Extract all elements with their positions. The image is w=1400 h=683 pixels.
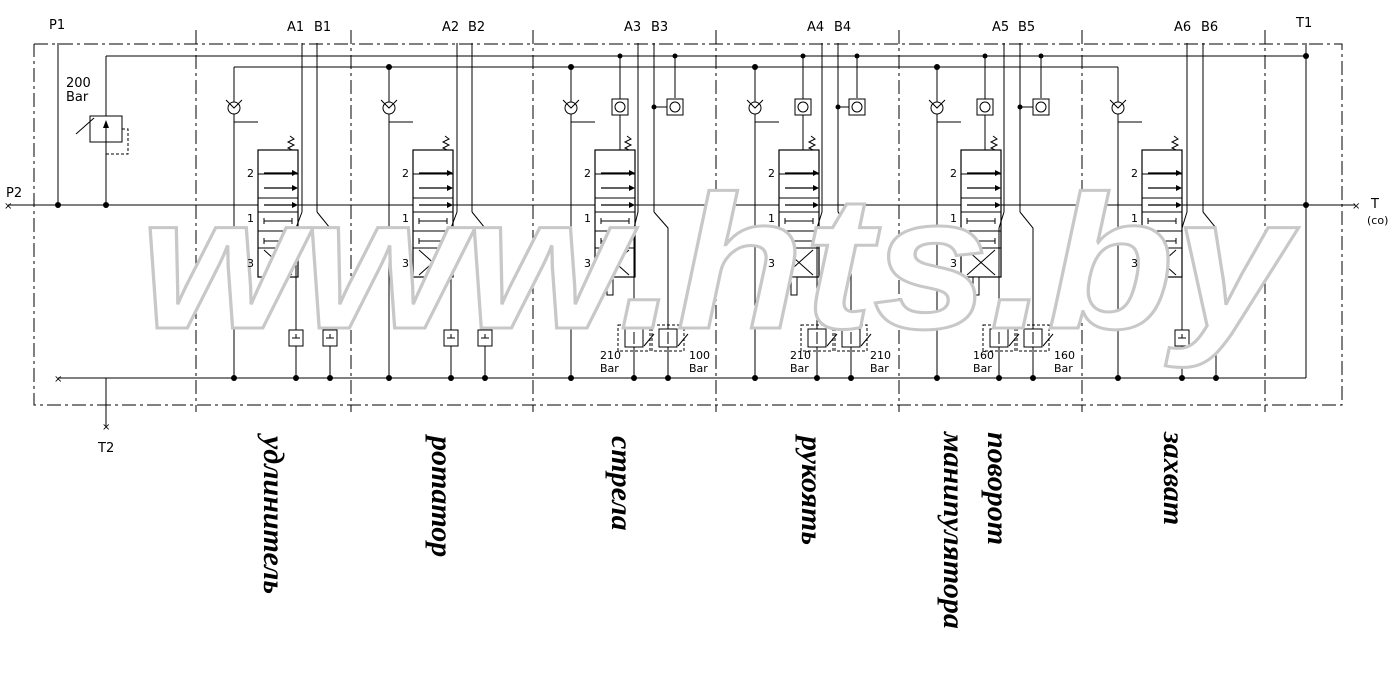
spool-pos-1: 1 (950, 212, 957, 225)
spool-pos-2: 2 (950, 167, 957, 180)
port-t-note: (co) (1367, 214, 1388, 227)
port-a6-label: A6 (1174, 20, 1191, 35)
spool-pos-3: 3 (1131, 257, 1138, 270)
relief-b5-unit: Bar (1054, 362, 1073, 375)
port-b5-label: B5 (1018, 20, 1035, 35)
spool-pos-2: 2 (768, 167, 775, 180)
section-4 (746, 43, 872, 378)
relief-b3-unit: Bar (689, 362, 708, 375)
spool-pos-3: 3 (247, 257, 254, 270)
spool-pos-1: 1 (402, 212, 409, 225)
port-b6-label: B6 (1201, 20, 1218, 35)
port-end-marks: × × × × (4, 201, 1360, 433)
port-labels: P1 P2 T1 T2 T (co) A1 B1 A2 B2 A3 B3 A4 … (6, 16, 1388, 456)
spool-pos-1: 1 (247, 212, 254, 225)
spool-pos-2: 2 (247, 167, 254, 180)
section-name-2: ротатор (425, 433, 458, 557)
relief-b4-value: 210 (870, 349, 891, 362)
port-b4-label: B4 (834, 20, 851, 35)
port-a5-label: A5 (992, 20, 1009, 35)
spool-pos-3: 3 (584, 257, 591, 270)
relief-b3-value: 100 (689, 349, 710, 362)
port-a4-label: A4 (807, 20, 824, 35)
section-5 (928, 43, 1054, 378)
section-name-5b: поворот (981, 432, 1014, 545)
port-b1-label: B1 (314, 20, 331, 35)
relief-a5-value: 160 (973, 349, 994, 362)
spool-pos-3: 3 (768, 257, 775, 270)
housing-outline (33, 43, 1343, 406)
section-name-6: захват (1157, 431, 1190, 525)
port-b3-label: B3 (651, 20, 668, 35)
spool-position-labels: 2 1 3 2 1 3 2 1 3 2 1 3 2 1 3 2 1 3 (247, 167, 1138, 270)
main-lines (8, 43, 1355, 427)
relief-a3-unit: Bar (600, 362, 619, 375)
section-3 (562, 43, 689, 378)
port-b2-label: B2 (468, 20, 485, 35)
port-t2-label: T2 (97, 441, 114, 456)
svg-text:×: × (1352, 201, 1360, 212)
relief-a5-unit: Bar (973, 362, 992, 375)
section-1 (225, 43, 338, 378)
section-name-5a: манипулятора (937, 430, 970, 629)
spool-pos-2: 2 (584, 167, 591, 180)
relief-a4-value: 210 (790, 349, 811, 362)
svg-text:×: × (4, 201, 12, 212)
section-name-4: рукоять (795, 433, 828, 545)
port-p1-label: P1 (49, 18, 65, 33)
svg-text:×: × (102, 422, 110, 433)
spool-pos-3: 3 (950, 257, 957, 270)
main-relief-unit: Bar (66, 90, 89, 105)
port-relief-labels: 210 Bar 100 Bar 210 Bar 210 Bar 160 Bar … (600, 349, 1075, 375)
spool-pos-2: 2 (402, 167, 409, 180)
spool-pos-3: 3 (402, 257, 409, 270)
spool-pos-1: 1 (768, 212, 775, 225)
spool-pos-1: 1 (584, 212, 591, 225)
relief-a4-unit: Bar (790, 362, 809, 375)
main-relief-valve (75, 115, 129, 155)
relief-a3-value: 210 (600, 349, 621, 362)
relief-b5-value: 160 (1054, 349, 1075, 362)
section-dividers (195, 30, 1266, 412)
port-a2-label: A2 (442, 20, 459, 35)
relief-b4-unit: Bar (870, 362, 889, 375)
port-a1-label: A1 (287, 20, 304, 35)
watermark: www.hts.by (140, 157, 1299, 369)
section-name-labels: удлинитель ротатор стрела рукоять манипу… (257, 430, 1190, 629)
section-6 (1109, 43, 1224, 378)
svg-text:×: × (54, 374, 62, 385)
section-name-3: стрела (605, 436, 638, 531)
spool-pos-1: 1 (1131, 212, 1138, 225)
port-p2-label: P2 (6, 186, 22, 201)
main-relief-value: 200 (66, 76, 91, 91)
port-t-label: T (1370, 197, 1379, 212)
section-name-1: удлинитель (257, 433, 290, 594)
port-t1-label: T1 (1295, 16, 1312, 31)
port-a3-label: A3 (624, 20, 641, 35)
section-2 (380, 43, 493, 378)
spool-pos-2: 2 (1131, 167, 1138, 180)
